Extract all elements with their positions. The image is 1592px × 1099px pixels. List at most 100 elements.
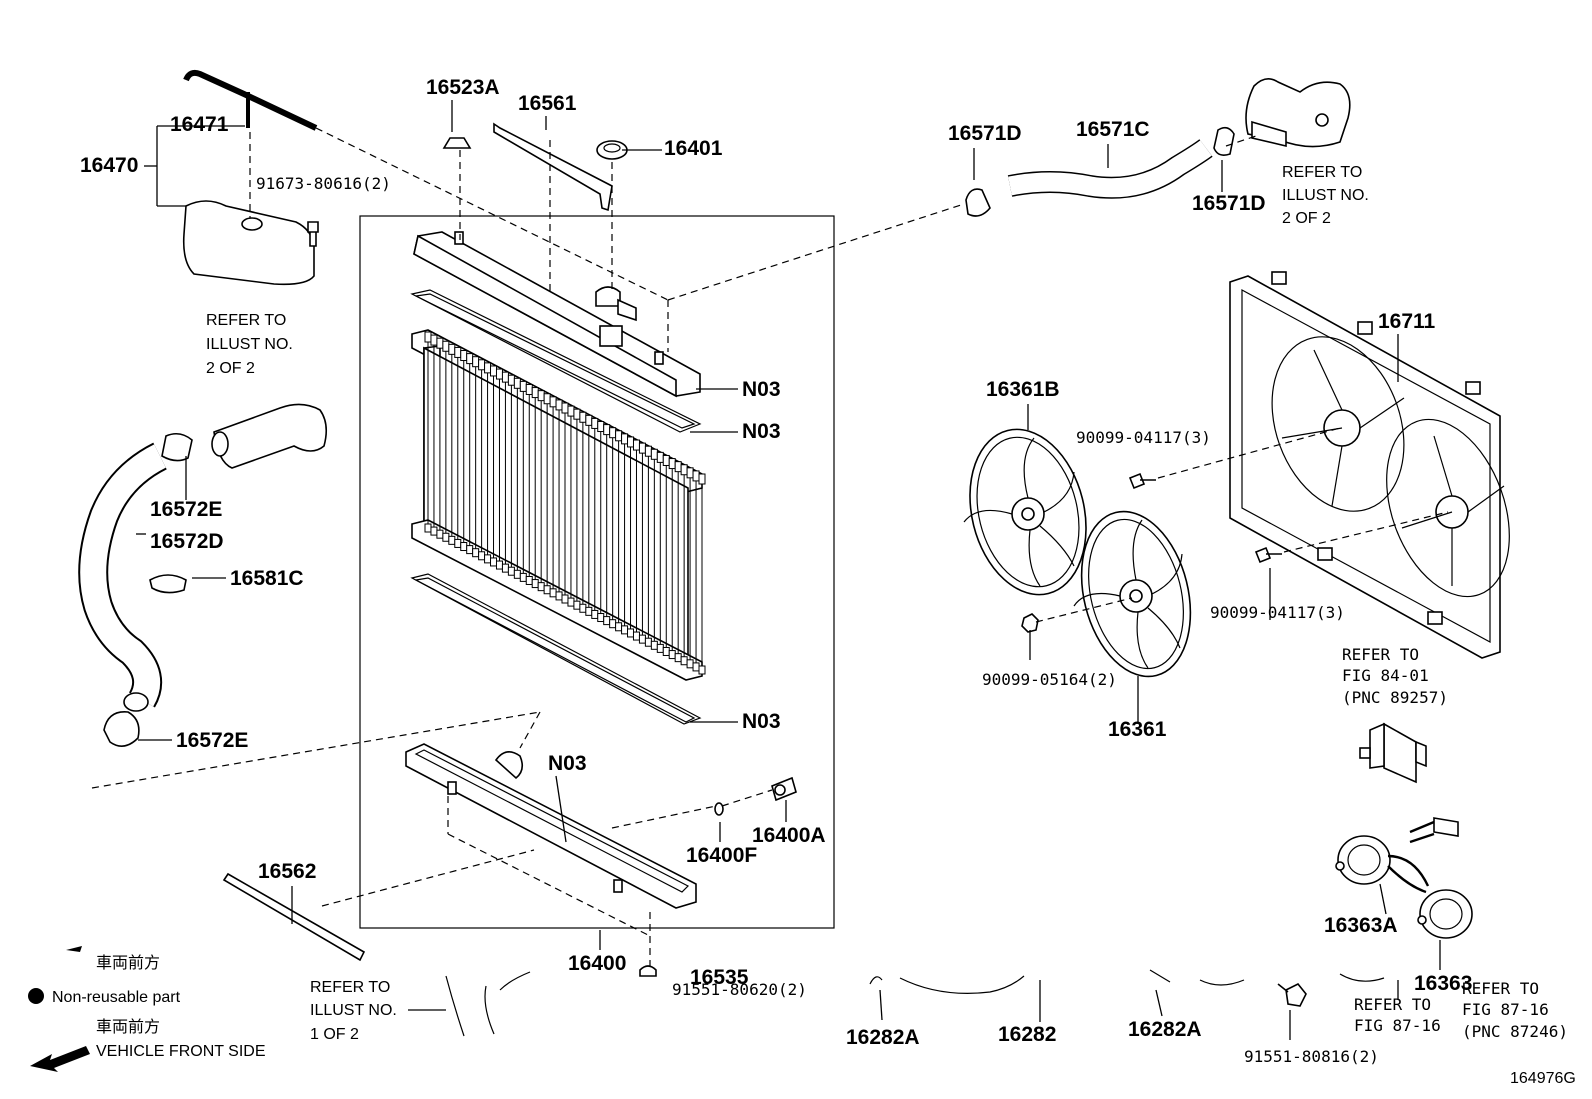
legend-jp-front-2: 車両前方 — [96, 1018, 160, 1036]
label-16535: 16535 — [690, 966, 749, 989]
label-16400f: 16400F — [686, 844, 757, 867]
label-16571d-right: 16571D — [1192, 192, 1266, 215]
front-arrow-small-icon — [66, 946, 82, 952]
reserve-tank-bolt — [307, 221, 319, 247]
label-16572e-lower: 16572E — [176, 729, 248, 752]
legend-vehicle-front: VEHICLE FRONT SIDE — [96, 1043, 266, 1060]
label-16361: 16361 — [1108, 718, 1167, 741]
radiator-core — [411, 329, 706, 681]
label-16523a: 16523A — [426, 76, 500, 99]
lower-hose-16572d — [78, 442, 168, 712]
drain-o-ring — [714, 802, 724, 816]
svg-text:2 OF 2: 2 OF 2 — [1282, 210, 1331, 227]
hose-clamp-16571d-right — [1213, 126, 1235, 156]
fan-motor-16363a — [1335, 817, 1459, 894]
label-16361b: 16361B — [986, 378, 1060, 401]
svg-text:(PNC 87246): (PNC 87246) — [1462, 1022, 1568, 1041]
label-90099-05164: 90099-05164(2) — [982, 670, 1117, 689]
legend-non-reusable: Non-reusable part — [52, 989, 181, 1006]
label-16581c: 16581C — [230, 567, 304, 590]
svg-text:(PNC 89257): (PNC 89257) — [1342, 688, 1448, 707]
refer-note-illust-2of2-left: REFER TO ILLUST NO. 2 OF 2 — [206, 312, 293, 377]
svg-text:REFER TO: REFER TO — [1354, 995, 1431, 1014]
legend: 車両前方 Non-reusable part 車両前方 VEHICLE FRON… — [28, 946, 266, 1072]
label-91673-80616: 91673-80616(2) — [256, 174, 391, 193]
shroud-bolt-b — [1254, 546, 1282, 564]
reserve-tank-assembly — [182, 69, 318, 286]
refer-note-illust-1of2: REFER TO ILLUST NO. 1 OF 2 — [310, 979, 397, 1043]
svg-text:FIG 87-16: FIG 87-16 — [1462, 1000, 1549, 1019]
label-n03-a: N03 — [742, 378, 781, 401]
hose-clamp-16571d-left — [965, 188, 991, 217]
label-16711: 16711 — [1378, 310, 1436, 333]
label-16471: 16471 — [170, 113, 229, 136]
fan-controller — [1359, 722, 1427, 784]
svg-text:REFER TO: REFER TO — [1282, 164, 1362, 181]
label-16363: 16363 — [1414, 972, 1472, 995]
svg-text:2 OF 2: 2 OF 2 — [206, 360, 255, 377]
svg-text:ILLUST NO.: ILLUST NO. — [310, 1002, 397, 1019]
svg-text:ILLUST NO.: ILLUST NO. — [206, 336, 293, 353]
vehicle-front-arrow-icon — [30, 1046, 90, 1072]
fan-16361b — [963, 428, 1087, 596]
label-16401: 16401 — [664, 137, 723, 160]
lower-bracket-16282a-right — [1149, 969, 1385, 986]
svg-text:FIG 84-01: FIG 84-01 — [1342, 666, 1429, 685]
label-16470: 16470 — [80, 154, 138, 177]
radiator-group-frame — [359, 215, 835, 929]
non-reusable-dot-icon — [28, 988, 44, 1004]
fan-16361 — [1073, 510, 1192, 678]
drain-cock-plug — [771, 776, 797, 802]
lower-tank-gasket-a — [410, 573, 702, 725]
upper-tank-gasket — [410, 289, 702, 433]
label-16562: 16562 — [258, 860, 316, 883]
outlet-pipe-16572 — [211, 403, 328, 469]
label-16400a: 16400A — [752, 824, 826, 847]
label-16572e-upper: 16572E — [150, 498, 222, 521]
label-n03-d: N03 — [548, 752, 587, 775]
svg-text:FIG 87-16: FIG 87-16 — [1354, 1016, 1441, 1035]
fan-nut — [1021, 613, 1039, 633]
legend-jp-front-1: 車両前方 — [96, 954, 160, 972]
label-16571c: 16571C — [1076, 118, 1150, 141]
label-16572d: 16572D — [150, 530, 224, 553]
svg-text:REFER TO: REFER TO — [310, 979, 390, 996]
label-90099-04117-b: 90099-04117(3) — [1210, 603, 1345, 622]
hose-clamp-16572e-upper — [161, 432, 193, 462]
hose-clamp-16572e-lower — [103, 711, 140, 747]
cushion-16535 — [639, 965, 657, 977]
label-91551-80816: 91551-80816(2) — [1244, 1047, 1379, 1066]
label-16282: 16282 — [998, 1023, 1056, 1046]
cushion-16523a — [442, 137, 472, 149]
leader-lines — [91, 100, 1449, 1040]
svg-text:REFER TO: REFER TO — [1342, 645, 1419, 664]
label-16400: 16400 — [568, 952, 626, 975]
fan-motor-16363 — [1417, 889, 1473, 939]
refer-note-fig-87-16-b: REFER TO FIG 87-16 (PNC 87246) — [1462, 979, 1568, 1041]
lower-bracket-16282a-left — [869, 975, 1025, 994]
shroud-bolt-a — [1128, 472, 1156, 490]
label-91551-80620: 91551-80620(2) — [672, 980, 807, 999]
svg-text:REFER TO: REFER TO — [1462, 979, 1539, 998]
water-outlet-housing — [1245, 78, 1351, 148]
label-n03-b: N03 — [742, 420, 781, 443]
radiator-support-bolt — [1277, 982, 1307, 1007]
lower-hose-fragment — [445, 971, 531, 1037]
refer-note-illust-2of2-right: REFER TO ILLUST NO. 2 OF 2 — [1282, 164, 1369, 227]
radiator-lower-tank — [405, 743, 697, 909]
label-16282a-left: 16282A — [846, 1026, 920, 1049]
upper-hose-16571c — [1007, 139, 1213, 199]
diagram-id: 164976G — [1510, 1070, 1576, 1087]
svg-text:REFER TO: REFER TO — [206, 312, 286, 329]
refer-note-fig-84-01: REFER TO FIG 84-01 (PNC 89257) — [1342, 645, 1448, 707]
label-16561: 16561 — [518, 92, 577, 115]
fan-shroud-16711 — [1229, 271, 1510, 659]
radiator-upper-tank — [413, 231, 701, 398]
seal-strip-16562 — [222, 872, 366, 962]
hose-clamp-16581c — [149, 574, 187, 594]
refer-note-fig-87-16-a: REFER TO FIG 87-16 — [1354, 995, 1441, 1035]
label-90099-04117-a: 90099-04117(3) — [1076, 428, 1211, 447]
label-n03-c: N03 — [742, 710, 781, 733]
svg-text:1 OF 2: 1 OF 2 — [310, 1026, 359, 1043]
